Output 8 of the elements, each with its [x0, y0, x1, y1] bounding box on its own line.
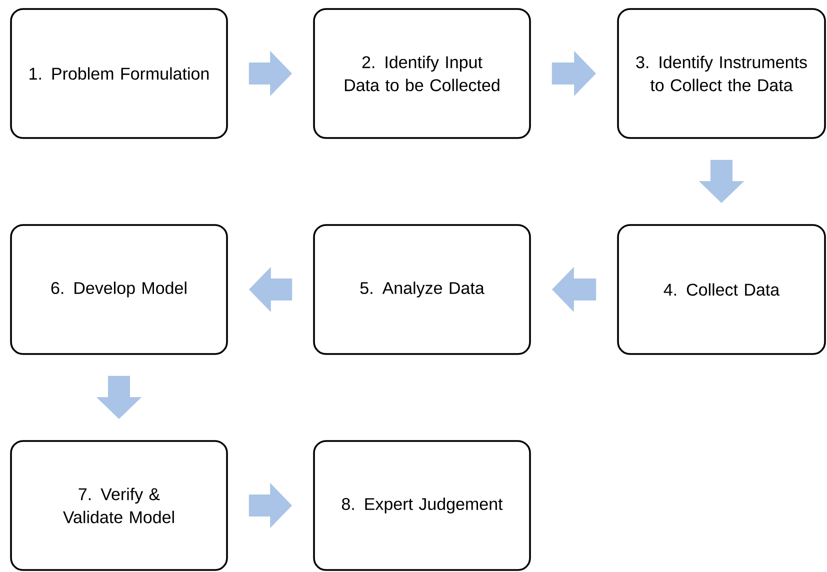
process-box: 2. Identify Input Data to be Collected: [313, 8, 531, 139]
process-box: 6. Develop Model: [10, 224, 228, 355]
process-box: 1. Problem Formulation: [10, 8, 228, 139]
process-box: 8. Expert Judgement: [313, 440, 531, 571]
process-box: 7. Verify & Validate Model: [10, 440, 228, 571]
process-box: 4. Collect Data: [617, 224, 826, 355]
process-box: 5. Analyze Data: [313, 224, 531, 355]
process-box: 3. Identify Instruments to Collect the Data: [617, 8, 826, 139]
